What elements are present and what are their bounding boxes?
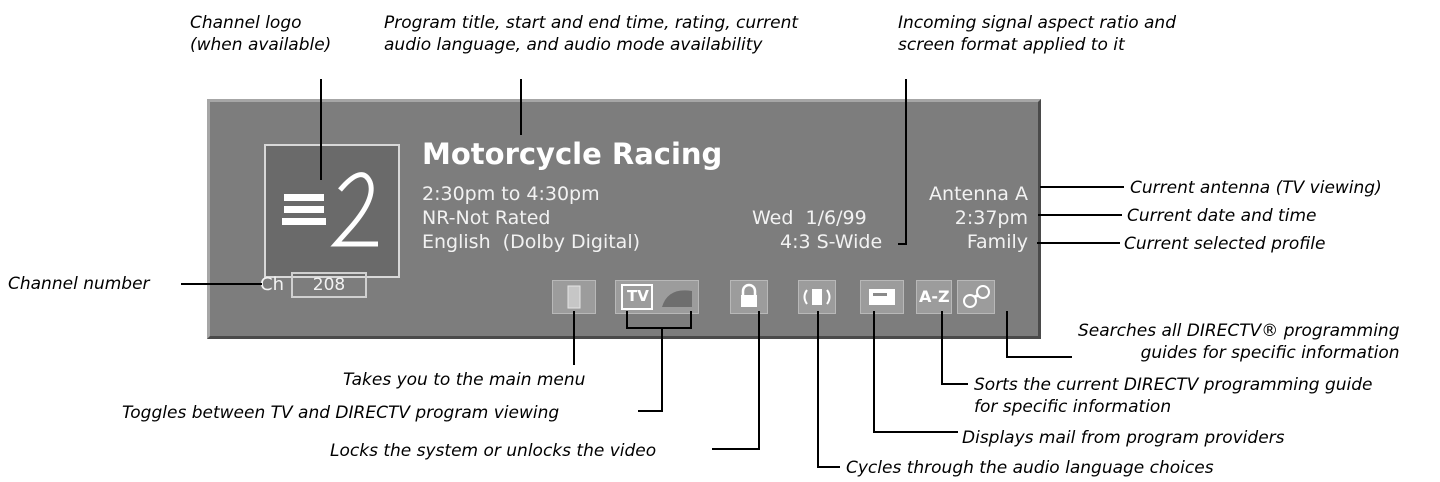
callout-lock: Locks the system or unlocks the video <box>330 441 657 461</box>
callout-toggle: Toggles between TV and DIRECTV program v… <box>122 403 560 423</box>
audio-language-button[interactable] <box>798 280 836 314</box>
search-button[interactable] <box>957 280 995 314</box>
channel-number[interactable]: 208 <box>291 272 367 298</box>
menu-icon <box>567 285 581 309</box>
callout-audio-cycle: Cycles through the audio language choice… <box>846 458 1214 478</box>
callout-aspect-ratio: Incoming signal aspect ratio and screen … <box>898 13 1177 55</box>
program-time: 2:30pm to 4:30pm <box>422 183 600 205</box>
leader-toggle <box>626 311 692 412</box>
program-rating: NR-Not Rated <box>422 207 551 229</box>
program-info-panel: Motorcycle Racing 2:30pm to 4:30pm NR-No… <box>207 99 1041 339</box>
current-profile: Family <box>966 231 1028 253</box>
audio-icon <box>803 289 831 305</box>
channel-label: Ch <box>260 274 284 295</box>
leader-mail <box>873 311 958 433</box>
callout-mail: Displays mail from program providers <box>962 428 1285 448</box>
leader-sort <box>941 311 968 385</box>
mail-icon <box>869 289 895 305</box>
leader-audio-cycle <box>817 311 840 468</box>
mail-button[interactable] <box>860 280 904 314</box>
channel-logo <box>264 144 400 278</box>
program-title: Motorcycle Racing <box>422 137 723 171</box>
callout-search: Searches all DIRECTV® programming guides… <box>1078 321 1400 363</box>
callout-main-menu: Takes you to the main menu <box>343 370 586 390</box>
current-time: 2:37pm <box>954 207 1028 229</box>
callout-antenna: Current antenna (TV viewing) <box>1130 178 1382 198</box>
current-date: Wed 1/6/99 <box>752 207 867 229</box>
lock-button[interactable] <box>730 280 768 314</box>
aspect-ratio: 4:3 S-Wide <box>780 231 883 253</box>
callout-date-time: Current date and time <box>1127 206 1317 226</box>
callout-program-info: Program title, start and end time, ratin… <box>384 13 799 55</box>
binoculars-icon <box>963 285 990 308</box>
az-icon: A-Z <box>919 287 950 306</box>
leader-search <box>1006 311 1072 358</box>
tv-label: TV <box>627 287 649 305</box>
program-audio: English (Dolby Digital) <box>422 231 641 253</box>
lock-icon <box>741 283 757 307</box>
callout-profile: Current selected profile <box>1124 234 1326 254</box>
callout-channel-number: Channel number <box>8 274 150 294</box>
leader-aspect-ratio <box>898 79 907 245</box>
sort-az-button[interactable]: A-Z <box>916 280 952 314</box>
current-antenna: Antenna A <box>929 183 1028 205</box>
callout-channel-logo: Channel logo (when available) <box>190 13 332 55</box>
leader-lock <box>712 311 760 450</box>
tv-directv-toggle-button[interactable]: TV <box>615 280 699 314</box>
callout-sort: Sorts the current DIRECTV programming gu… <box>974 375 1373 417</box>
